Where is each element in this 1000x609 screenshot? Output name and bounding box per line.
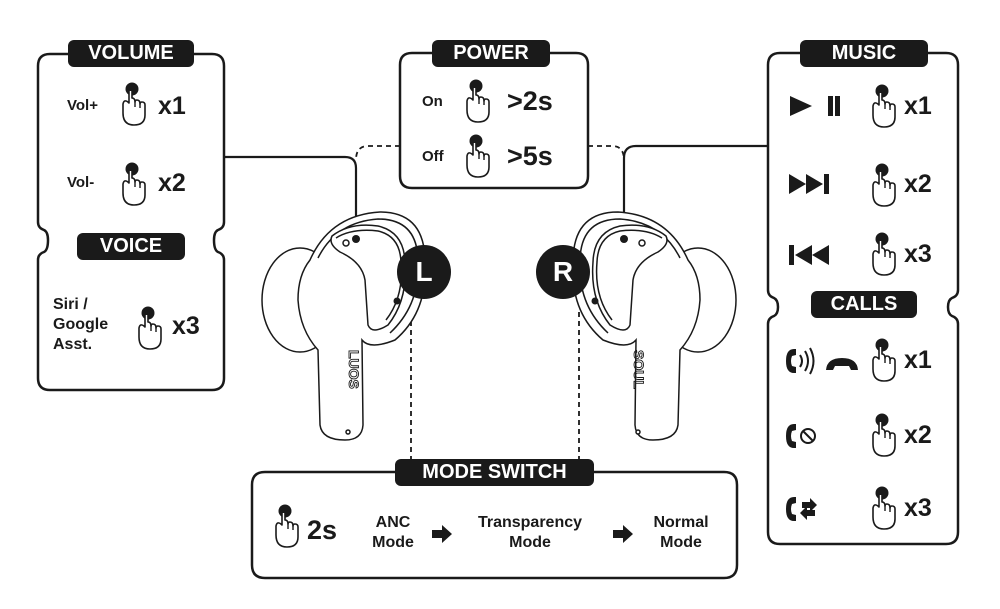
call-reject-action: x2 (904, 421, 932, 449)
left-badge-circle (397, 245, 451, 299)
mode-hold-duration: 2s (307, 515, 338, 545)
switch-call-icon (786, 497, 817, 521)
left-badge-label: L (415, 256, 433, 287)
arrow-right-icon (432, 525, 452, 543)
previous-track-icon (789, 245, 829, 265)
mode-line: Transparency (477, 514, 583, 531)
mode-transparency: Transparency Mode (460, 513, 600, 553)
arrow-right-icon (613, 525, 633, 543)
right-badge-label: R (552, 256, 574, 287)
tap-icon (122, 81, 146, 126)
music-calls-box-outline (766, 51, 960, 546)
tap-icon (466, 78, 490, 123)
play-pause-icon (790, 96, 840, 116)
tap-icon (275, 503, 299, 548)
mode-anc: ANC Mode (362, 513, 424, 553)
voice-assistant-label: Siri / Google Asst. (53, 295, 108, 355)
mode-line: ANC (375, 514, 411, 531)
tap-icon (872, 162, 896, 207)
tap-icon (872, 412, 896, 457)
right-badge-circle (536, 245, 590, 299)
vol-up-action: x1 (158, 92, 186, 120)
mode-line: Mode (509, 534, 551, 551)
volume-title: VOLUME (68, 40, 194, 67)
power-on-label: On (422, 93, 443, 110)
mode-normal: Normal Mode (642, 513, 720, 553)
voice-label-line: Asst. (53, 336, 93, 353)
right-earbud-brand: SOUL (631, 350, 647, 389)
mode-line: Mode (660, 534, 702, 551)
reject-call-icon (786, 424, 816, 448)
next-track-icon (789, 174, 829, 194)
tap-icon (872, 83, 896, 128)
answer-hangup-icon (786, 347, 858, 375)
power-title: POWER (432, 40, 550, 67)
call-answer-action: x1 (904, 346, 932, 374)
power-off-action: >5s (507, 141, 553, 171)
tap-icon (122, 161, 146, 206)
music-prev-action: x3 (904, 240, 932, 268)
volume-voice-box-outline (36, 52, 226, 392)
voice-action: x3 (172, 312, 200, 340)
mode-switch-box-outline (250, 470, 739, 580)
tap-icon (872, 231, 896, 276)
left-earbud-brand: LUOS (346, 350, 362, 389)
left-earbud-illustration: LUOS (261, 211, 426, 441)
power-on-action: >2s (507, 86, 553, 116)
power-off-label: Off (422, 148, 444, 165)
tap-icon (466, 133, 490, 178)
music-play-action: x1 (904, 92, 932, 120)
connector-music-to-right-earbud (622, 144, 768, 238)
mode-line: Normal (653, 514, 709, 531)
vol-down-action: x2 (158, 169, 186, 197)
power-box-outline (398, 51, 590, 190)
connector-power-left-dashed (355, 145, 400, 161)
connector-power-right-dashed (588, 145, 625, 161)
voice-title: VOICE (77, 233, 185, 260)
mode-switch-title: MODE SWITCH (395, 459, 594, 486)
voice-label-line: Google (53, 316, 109, 333)
right-earbud-illustration: SOUL (572, 211, 737, 441)
voice-label-line: Siri / (53, 296, 88, 313)
music-next-action: x2 (904, 170, 932, 198)
vol-down-label: Vol- (67, 174, 95, 191)
connector-volume-to-left-earbud (224, 155, 358, 238)
tap-icon (872, 485, 896, 530)
mode-line: Mode (372, 534, 414, 551)
music-title: MUSIC (800, 40, 928, 67)
tap-icon (138, 305, 162, 350)
call-switch-action: x3 (904, 494, 932, 522)
vol-up-label: Vol+ (67, 97, 98, 114)
calls-title: CALLS (811, 291, 917, 318)
tap-icon (872, 337, 896, 382)
